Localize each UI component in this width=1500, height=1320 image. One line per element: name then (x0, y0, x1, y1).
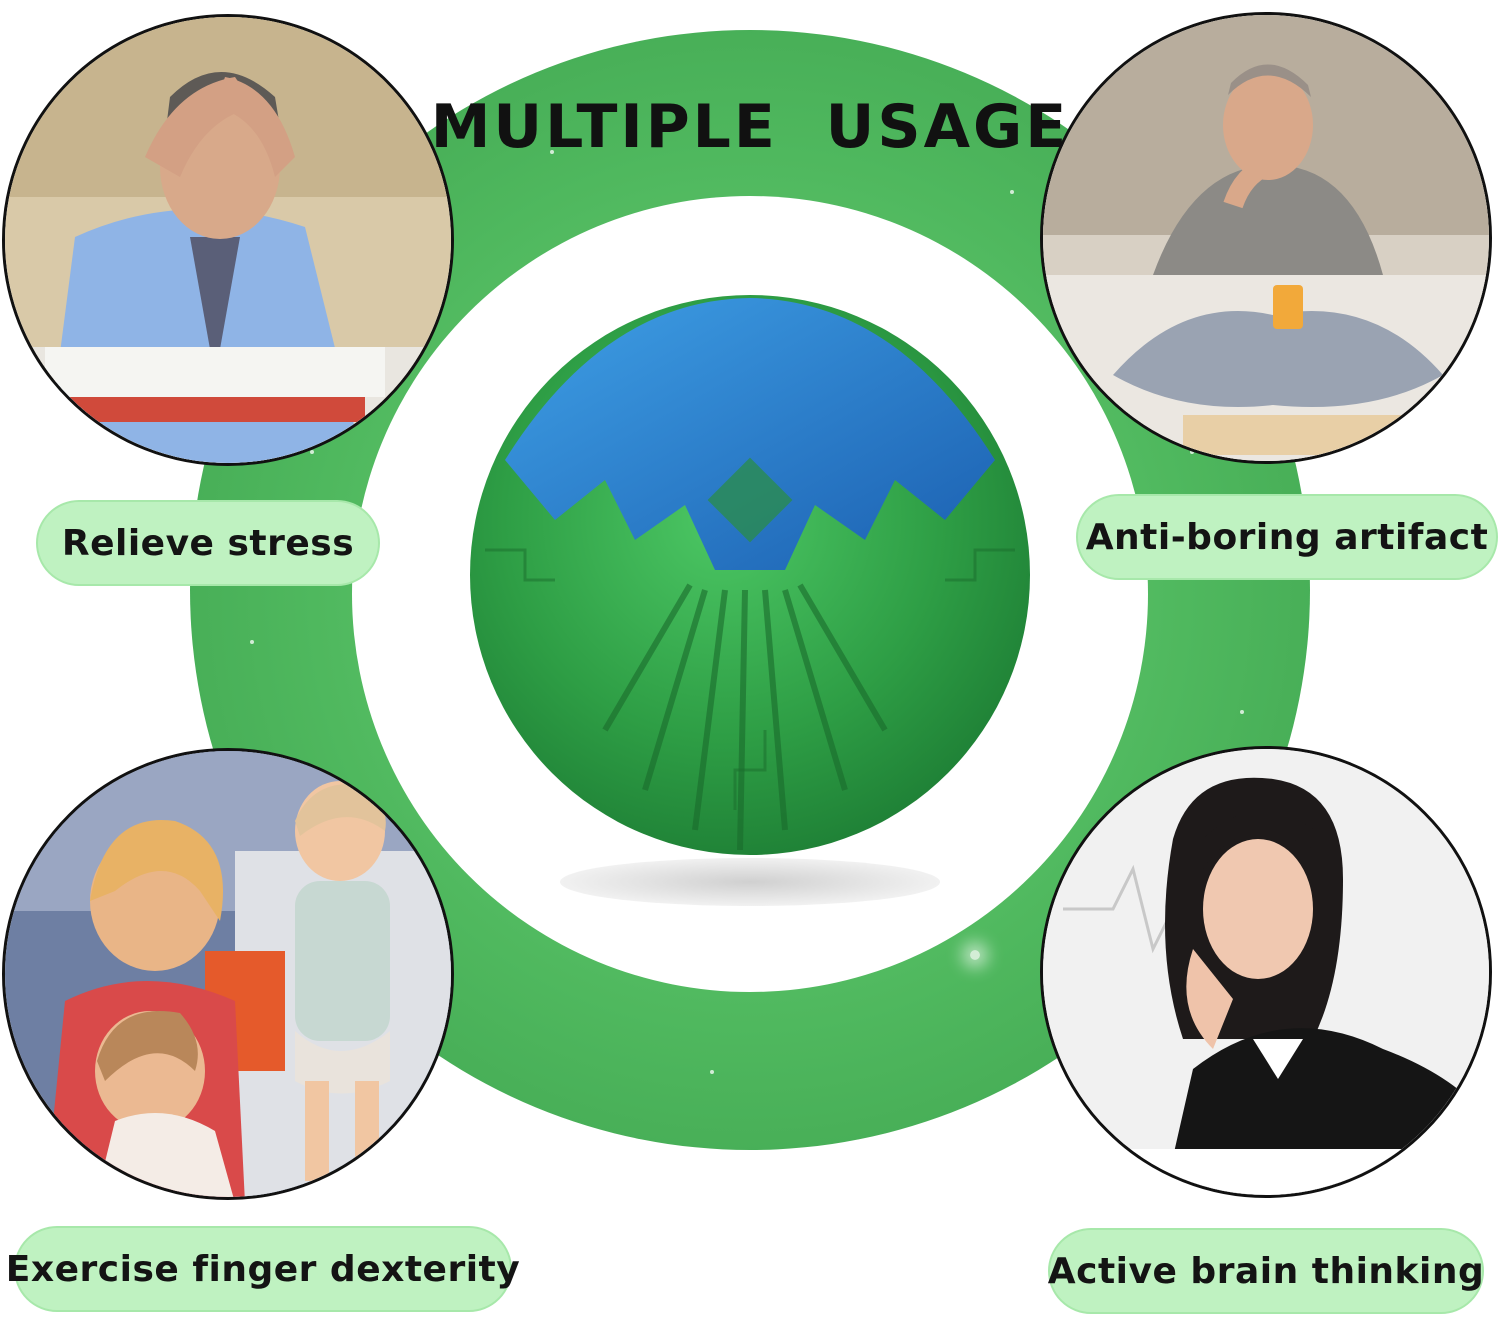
bored-woman-photo (1040, 746, 1492, 1198)
usage-label-brain-thinking: Active brain thinking (1048, 1228, 1484, 1314)
gear-ball-icon (470, 295, 1030, 855)
usage-label-relieve-stress: Relieve stress (36, 500, 380, 586)
usage-label-finger-dexterity: Exercise finger dexterity (6, 1226, 520, 1312)
stressed-man-photo (2, 14, 454, 466)
ball-shadow (560, 858, 940, 906)
page-title: MULTIPLE USAGE (430, 92, 1070, 162)
thinking-man-photo (1040, 12, 1492, 464)
mother-children-photo (2, 748, 454, 1200)
usage-label-anti-boring: Anti-boring artifact (1076, 494, 1498, 580)
